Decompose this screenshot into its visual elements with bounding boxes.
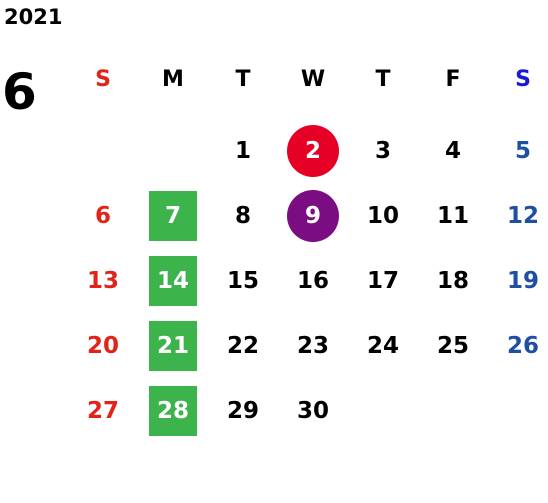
- calendar-day[interactable]: 24: [348, 321, 418, 371]
- day-number: 28: [156, 398, 189, 424]
- calendar-day[interactable]: 9: [278, 190, 348, 242]
- highlight-circle: [287, 125, 339, 177]
- highlight-square: [149, 321, 197, 371]
- day-number: 26: [506, 333, 539, 359]
- highlight-square: [149, 191, 197, 241]
- day-number: 12: [506, 203, 539, 229]
- calendar-day[interactable]: 5: [488, 126, 548, 176]
- day-number: 4: [444, 138, 461, 164]
- calendar-day[interactable]: 29: [208, 386, 278, 436]
- year-label: 2021: [4, 5, 63, 29]
- calendar-day[interactable]: 19: [488, 256, 548, 306]
- calendar-day[interactable]: 27: [68, 386, 138, 436]
- weekday-header: W: [300, 67, 326, 92]
- day-number: 27: [86, 398, 119, 424]
- calendar-day[interactable]: 22: [208, 321, 278, 371]
- calendar-day[interactable]: 16: [278, 256, 348, 306]
- day-number: 1: [234, 138, 251, 164]
- day-number: 7: [164, 203, 181, 229]
- calendar-day[interactable]: 20: [68, 321, 138, 371]
- calendar-day[interactable]: 18: [418, 256, 488, 306]
- weekday-header: F: [445, 67, 461, 92]
- day-number: 11: [436, 203, 469, 229]
- day-number: 16: [296, 268, 329, 294]
- calendar-day[interactable]: 13: [68, 256, 138, 306]
- day-number: 14: [156, 268, 189, 294]
- day-number: 17: [366, 268, 399, 294]
- day-number: 25: [436, 333, 469, 359]
- day-number: 19: [506, 268, 539, 294]
- calendar-day[interactable]: 25: [418, 321, 488, 371]
- weekday-header: T: [375, 67, 391, 92]
- highlight-square: [149, 256, 197, 306]
- weekday-header: S: [95, 67, 111, 92]
- calendar-day[interactable]: 12: [488, 191, 548, 241]
- day-number: 21: [156, 333, 189, 359]
- day-number: 2: [304, 138, 321, 164]
- highlight-square: [149, 386, 197, 436]
- calendar-day[interactable]: 4: [418, 126, 488, 176]
- weekday-header: M: [162, 67, 184, 92]
- day-number: 22: [226, 333, 259, 359]
- calendar-day[interactable]: 6: [68, 191, 138, 241]
- weekday-header: S: [515, 67, 531, 92]
- day-number: 3: [374, 138, 391, 164]
- calendar-day[interactable]: 23: [278, 321, 348, 371]
- calendar-day[interactable]: 14: [138, 256, 208, 306]
- calendar-day[interactable]: 8: [208, 191, 278, 241]
- day-number: 30: [296, 398, 329, 424]
- highlight-circle: [287, 190, 339, 242]
- day-number: 10: [366, 203, 399, 229]
- calendar-day[interactable]: 15: [208, 256, 278, 306]
- day-number: 23: [296, 333, 329, 359]
- day-number: 9: [304, 203, 321, 229]
- calendar-day[interactable]: 3: [348, 126, 418, 176]
- calendar-day[interactable]: 2: [278, 125, 348, 177]
- weekday-header: T: [235, 67, 251, 92]
- day-number: 29: [226, 398, 259, 424]
- calendar-day[interactable]: 28: [138, 386, 208, 436]
- day-number: 18: [436, 268, 469, 294]
- calendar-day[interactable]: 17: [348, 256, 418, 306]
- calendar-day[interactable]: 11: [418, 191, 488, 241]
- calendar-day[interactable]: 21: [138, 321, 208, 371]
- calendar-day[interactable]: 1: [208, 126, 278, 176]
- day-number: 24: [366, 333, 399, 359]
- calendar-day[interactable]: 26: [488, 321, 548, 371]
- day-number: 8: [234, 203, 251, 229]
- day-number: 6: [94, 203, 111, 229]
- calendar-day[interactable]: 30: [278, 386, 348, 436]
- calendar-day[interactable]: 10: [348, 191, 418, 241]
- day-number: 20: [86, 333, 119, 359]
- day-number: 15: [226, 268, 259, 294]
- day-number: 13: [86, 268, 119, 294]
- day-number: 5: [514, 138, 531, 164]
- month-number: 6: [2, 63, 37, 121]
- calendar-day[interactable]: 7: [138, 191, 208, 241]
